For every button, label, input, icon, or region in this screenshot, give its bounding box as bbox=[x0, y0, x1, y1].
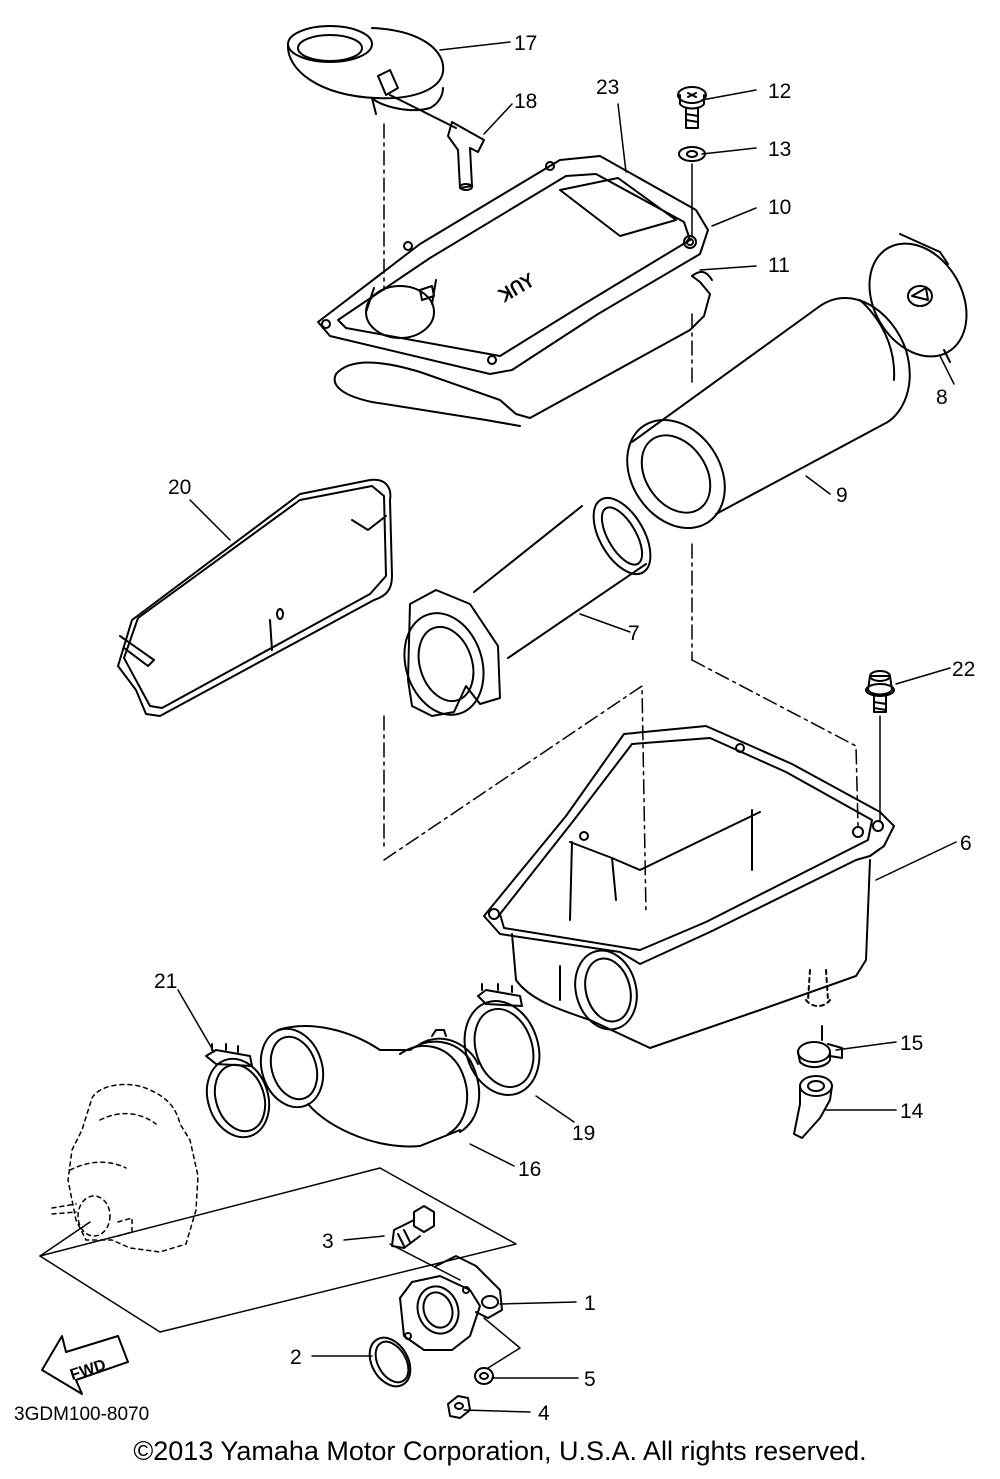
callout-2: 2 bbox=[290, 1346, 302, 1369]
part-14-drain-plug bbox=[793, 1075, 833, 1139]
callout-6: 6 bbox=[960, 832, 972, 855]
assembly-line-carburetor bbox=[39, 1221, 91, 1257]
callout-23: 23 bbox=[596, 76, 619, 99]
part-20-filter-cover-plate bbox=[117, 478, 393, 717]
callout-9: 9 bbox=[836, 484, 848, 507]
callout-leader-lines bbox=[177, 41, 957, 1413]
callout-20: 20 bbox=[168, 476, 191, 499]
callout-19: 19 bbox=[572, 1122, 595, 1145]
callout-1: 1 bbox=[584, 1292, 596, 1315]
assembly-line-filter-to-case bbox=[691, 659, 859, 827]
callout-11: 11 bbox=[768, 254, 790, 277]
assembly-bracket-joint bbox=[39, 1167, 517, 1333]
callout-21: 21 bbox=[154, 970, 177, 993]
callout-5: 5 bbox=[584, 1368, 596, 1391]
callout-3: 3 bbox=[322, 1230, 334, 1253]
part-3-bolt bbox=[391, 1205, 435, 1249]
callout-15: 15 bbox=[900, 1032, 923, 1055]
forward-direction-arrow bbox=[41, 1335, 129, 1395]
fwd-label: FWD bbox=[68, 1357, 108, 1384]
callout-8: 8 bbox=[936, 386, 948, 409]
part-19-hose-clamp bbox=[463, 983, 541, 1096]
callout-4: 4 bbox=[538, 1402, 550, 1425]
assembly-line-bolt-joint bbox=[389, 1243, 461, 1281]
callout-12: 12 bbox=[768, 80, 791, 103]
part-17-intake-duct-cap bbox=[286, 25, 445, 115]
part-9-air-filter-element bbox=[626, 296, 911, 530]
part-11-airbox-gasket bbox=[333, 270, 713, 427]
part-23-airbox-lid bbox=[317, 155, 709, 375]
assembly-line-duct-right bbox=[383, 685, 647, 915]
callout-14: 14 bbox=[900, 1100, 924, 1123]
part-22-bolt bbox=[865, 670, 895, 713]
diagram-reference-code: 3GDM100-8070 bbox=[14, 1404, 150, 1425]
callout-10: 10 bbox=[768, 196, 791, 219]
part-4-nut bbox=[447, 1395, 471, 1419]
carburetor-reference-outline bbox=[51, 1083, 199, 1253]
part-15-drain-clamp bbox=[797, 1025, 843, 1068]
callout-16: 16 bbox=[518, 1158, 541, 1181]
part-6-airbox-case bbox=[483, 725, 895, 1049]
part-18-breather-elbow bbox=[389, 94, 485, 191]
callout-13: 13 bbox=[768, 138, 791, 161]
part-21-hose-clamp bbox=[205, 1043, 271, 1139]
callout-17: 17 bbox=[514, 32, 537, 55]
callout-18: 18 bbox=[514, 90, 537, 113]
part-12-screw bbox=[677, 86, 707, 129]
part-5-washer bbox=[474, 1367, 494, 1385]
lid-stamp-text: ꓘꓵꓬ bbox=[495, 270, 539, 307]
part-1-carburetor-joint bbox=[399, 1255, 503, 1351]
part-7-inner-air-duct bbox=[403, 497, 652, 717]
callout-7: 7 bbox=[628, 622, 640, 645]
part-2-o-ring bbox=[368, 1336, 412, 1388]
part-13-washer bbox=[678, 146, 706, 162]
part-16-intake-joint bbox=[259, 1025, 481, 1148]
assembly-line-joint-washer bbox=[483, 1317, 521, 1369]
part-8-filter-end-cap bbox=[868, 233, 968, 363]
callout-22: 22 bbox=[952, 658, 975, 681]
copyright-notice: ©2013 Yamaha Motor Corporation, U.S.A. A… bbox=[133, 1436, 867, 1466]
